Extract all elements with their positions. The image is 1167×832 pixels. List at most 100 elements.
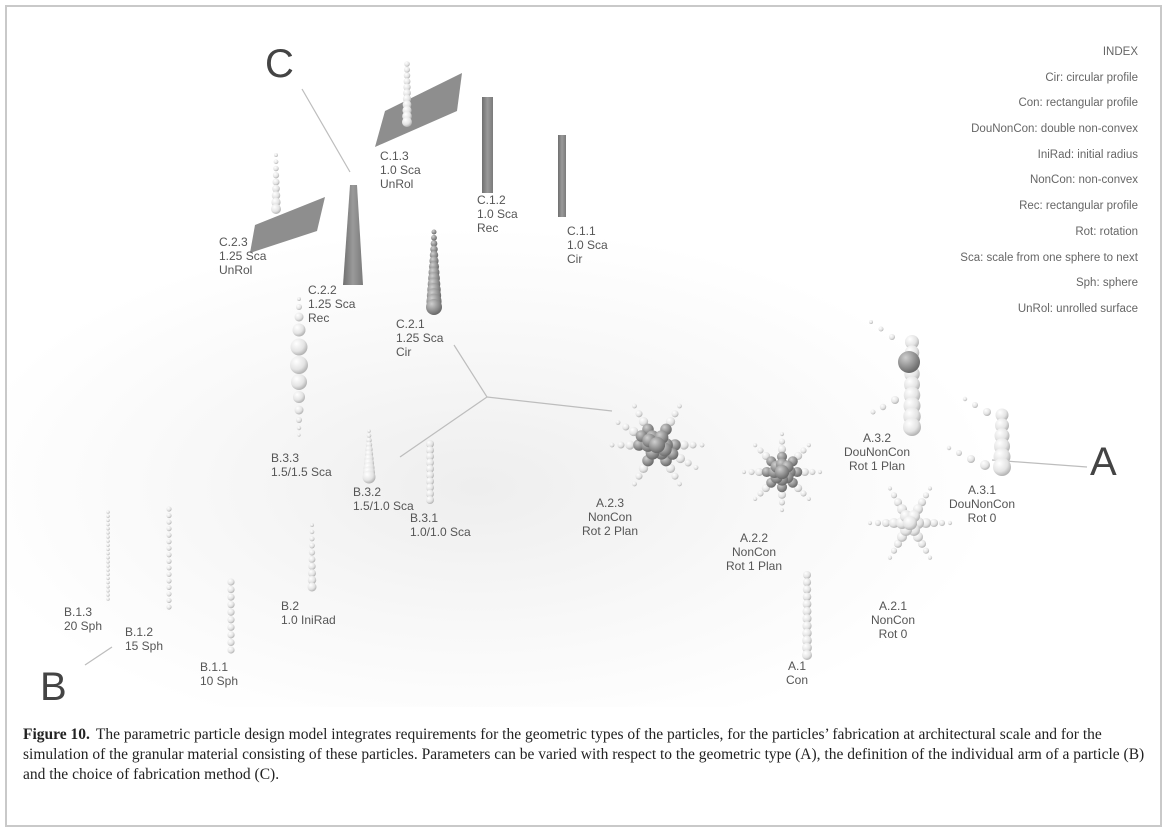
sphere bbox=[106, 543, 110, 547]
sphere bbox=[917, 498, 927, 507]
sphere bbox=[271, 191, 281, 200]
sphere bbox=[777, 445, 787, 454]
sphere bbox=[403, 66, 411, 73]
sphere bbox=[273, 165, 279, 172]
sphere bbox=[271, 197, 281, 207]
sphere bbox=[403, 83, 411, 91]
sphere bbox=[430, 240, 438, 247]
sphere bbox=[638, 463, 649, 474]
sphere bbox=[294, 405, 304, 415]
sphere bbox=[665, 416, 676, 427]
sphere bbox=[166, 571, 172, 577]
sphere bbox=[367, 429, 371, 433]
sphere bbox=[272, 184, 280, 193]
sphere bbox=[775, 465, 789, 479]
label-b2: B.2 1.0 IniRad bbox=[281, 599, 336, 627]
sphere bbox=[106, 526, 110, 531]
sphere bbox=[867, 520, 873, 526]
label-b11: B.1.1 10 Sph bbox=[200, 660, 239, 688]
sphere bbox=[995, 408, 1009, 422]
index-entry: UnRol: unrolled surface bbox=[1017, 302, 1138, 315]
sphere bbox=[106, 559, 110, 564]
sphere bbox=[741, 469, 747, 475]
sphere bbox=[272, 178, 280, 186]
sphere bbox=[166, 565, 172, 571]
caption-label: Figure 10. bbox=[23, 726, 90, 743]
sphere bbox=[366, 437, 372, 443]
sphere bbox=[893, 498, 903, 507]
sphere bbox=[106, 514, 110, 518]
sphere bbox=[679, 440, 689, 450]
sphere bbox=[106, 597, 110, 601]
sphere bbox=[426, 464, 434, 473]
label-a31: A.3.1 DouNonCon Rot 0 bbox=[948, 483, 1016, 525]
label-c23: C.2.3 1.25 Sca UnRol bbox=[219, 235, 267, 277]
sphere bbox=[307, 575, 317, 585]
label-c22: C.2.2 1.25 Sca Rec bbox=[308, 283, 356, 325]
sphere bbox=[615, 420, 621, 425]
sphere bbox=[308, 562, 316, 570]
sphere bbox=[927, 555, 933, 560]
sphere bbox=[891, 396, 899, 404]
index-title: INDEX bbox=[1102, 46, 1138, 58]
sphere bbox=[166, 604, 172, 610]
sphere bbox=[227, 616, 235, 624]
figure-frame: C A B C.1.3 1.0 Sca UnRol C.1.2 1.0 Sca … bbox=[5, 5, 1162, 827]
index-entry: Sph: sphere bbox=[1075, 277, 1138, 290]
label-c13: C.1.3 1.0 Sca UnRol bbox=[380, 149, 421, 191]
sphere bbox=[166, 526, 172, 532]
sphere bbox=[748, 468, 755, 476]
sphere bbox=[903, 418, 921, 436]
sphere bbox=[753, 443, 758, 448]
sphere bbox=[890, 492, 898, 499]
sphere bbox=[431, 234, 437, 241]
sphere bbox=[106, 535, 110, 539]
sphere bbox=[106, 572, 110, 576]
sphere bbox=[296, 304, 302, 310]
group-letter-c: C bbox=[265, 42, 294, 86]
sphere bbox=[106, 518, 110, 523]
sphere bbox=[753, 496, 758, 501]
sphere bbox=[426, 477, 434, 486]
sphere bbox=[888, 517, 900, 529]
sphere bbox=[956, 450, 962, 456]
sphere bbox=[166, 558, 172, 564]
sphere bbox=[903, 516, 917, 530]
label-b13: B.1.3 20 Sph bbox=[64, 605, 103, 633]
sphere bbox=[802, 635, 812, 646]
sphere bbox=[779, 431, 785, 437]
sphere bbox=[309, 529, 315, 535]
sphere bbox=[800, 447, 807, 454]
figure-image: C A B C.1.3 1.0 Sca UnRol C.1.2 1.0 Sca … bbox=[7, 7, 1160, 707]
sphere bbox=[778, 499, 786, 506]
sphere bbox=[755, 467, 764, 477]
sphere bbox=[106, 576, 110, 581]
sphere bbox=[403, 89, 411, 97]
sphere bbox=[802, 592, 812, 602]
sphere bbox=[806, 496, 811, 501]
sphere bbox=[403, 77, 411, 85]
sphere bbox=[106, 555, 110, 560]
sphere bbox=[632, 481, 637, 487]
sphere bbox=[166, 519, 172, 525]
sphere bbox=[905, 335, 919, 349]
sphere bbox=[366, 433, 372, 438]
sphere bbox=[296, 417, 302, 423]
sphere bbox=[106, 568, 110, 572]
sphere bbox=[308, 556, 316, 563]
sphere bbox=[671, 472, 679, 480]
sphere bbox=[802, 621, 812, 631]
index-entry: Rec: rectangular profile bbox=[1019, 200, 1138, 213]
sphere bbox=[307, 582, 317, 592]
sphere bbox=[426, 452, 434, 461]
sphere bbox=[898, 351, 920, 373]
sphere bbox=[878, 326, 884, 332]
label-b12: B.1.2 15 Sph bbox=[125, 625, 164, 653]
sphere bbox=[426, 458, 434, 467]
star-particles bbox=[609, 403, 953, 560]
sphere bbox=[684, 459, 692, 467]
sphere bbox=[227, 623, 235, 631]
sphere bbox=[922, 547, 930, 554]
sphere bbox=[757, 447, 764, 454]
sphere bbox=[879, 403, 887, 411]
